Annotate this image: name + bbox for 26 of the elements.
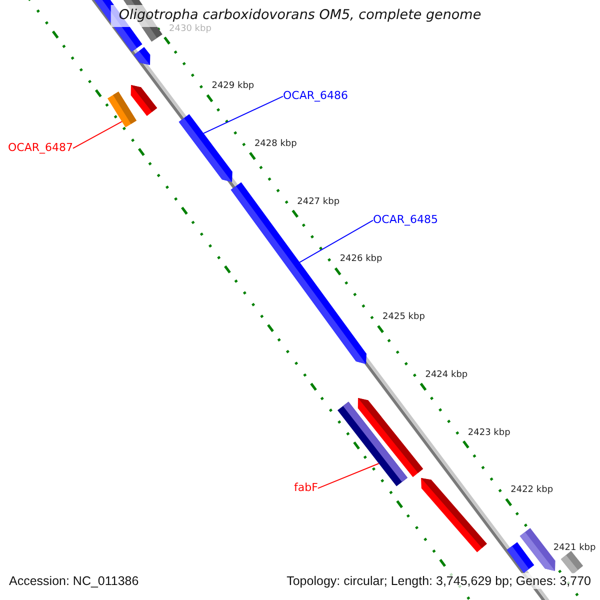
gene-feature [230, 182, 366, 364]
scale-label: 2421 kbp [553, 542, 596, 554]
leader-line [203, 96, 284, 134]
scale-label: 2425 kbp [382, 312, 425, 322]
gene-bar [506, 542, 534, 573]
gene-feature [421, 478, 487, 552]
gene-feature [130, 85, 158, 116]
gene-label: fabF [294, 482, 318, 495]
scale-label: 2424 kbp [425, 370, 468, 380]
gene-label: OCAR_6486 [283, 90, 348, 103]
leader-line [72, 121, 122, 149]
scale-label: 2428 kbp [254, 139, 297, 150]
scale-label: 2426 kbp [340, 254, 382, 265]
gene-bar [108, 92, 136, 128]
gene-bar [338, 402, 408, 486]
scale-label: 2427 kbp [297, 196, 340, 208]
leader-line [317, 463, 380, 489]
gene-label: OCAR_6487 [8, 142, 74, 155]
gene-label: OCAR_6485 [373, 214, 438, 227]
gene-bar [560, 550, 584, 574]
scale-label: 2423 kbp [468, 428, 510, 438]
scale-label: 2429 kbp [212, 81, 254, 92]
scale-label: 2422 kbp [510, 485, 554, 496]
gene-feature [178, 114, 232, 182]
gene-feature [134, 47, 150, 65]
leader-line [299, 220, 374, 263]
